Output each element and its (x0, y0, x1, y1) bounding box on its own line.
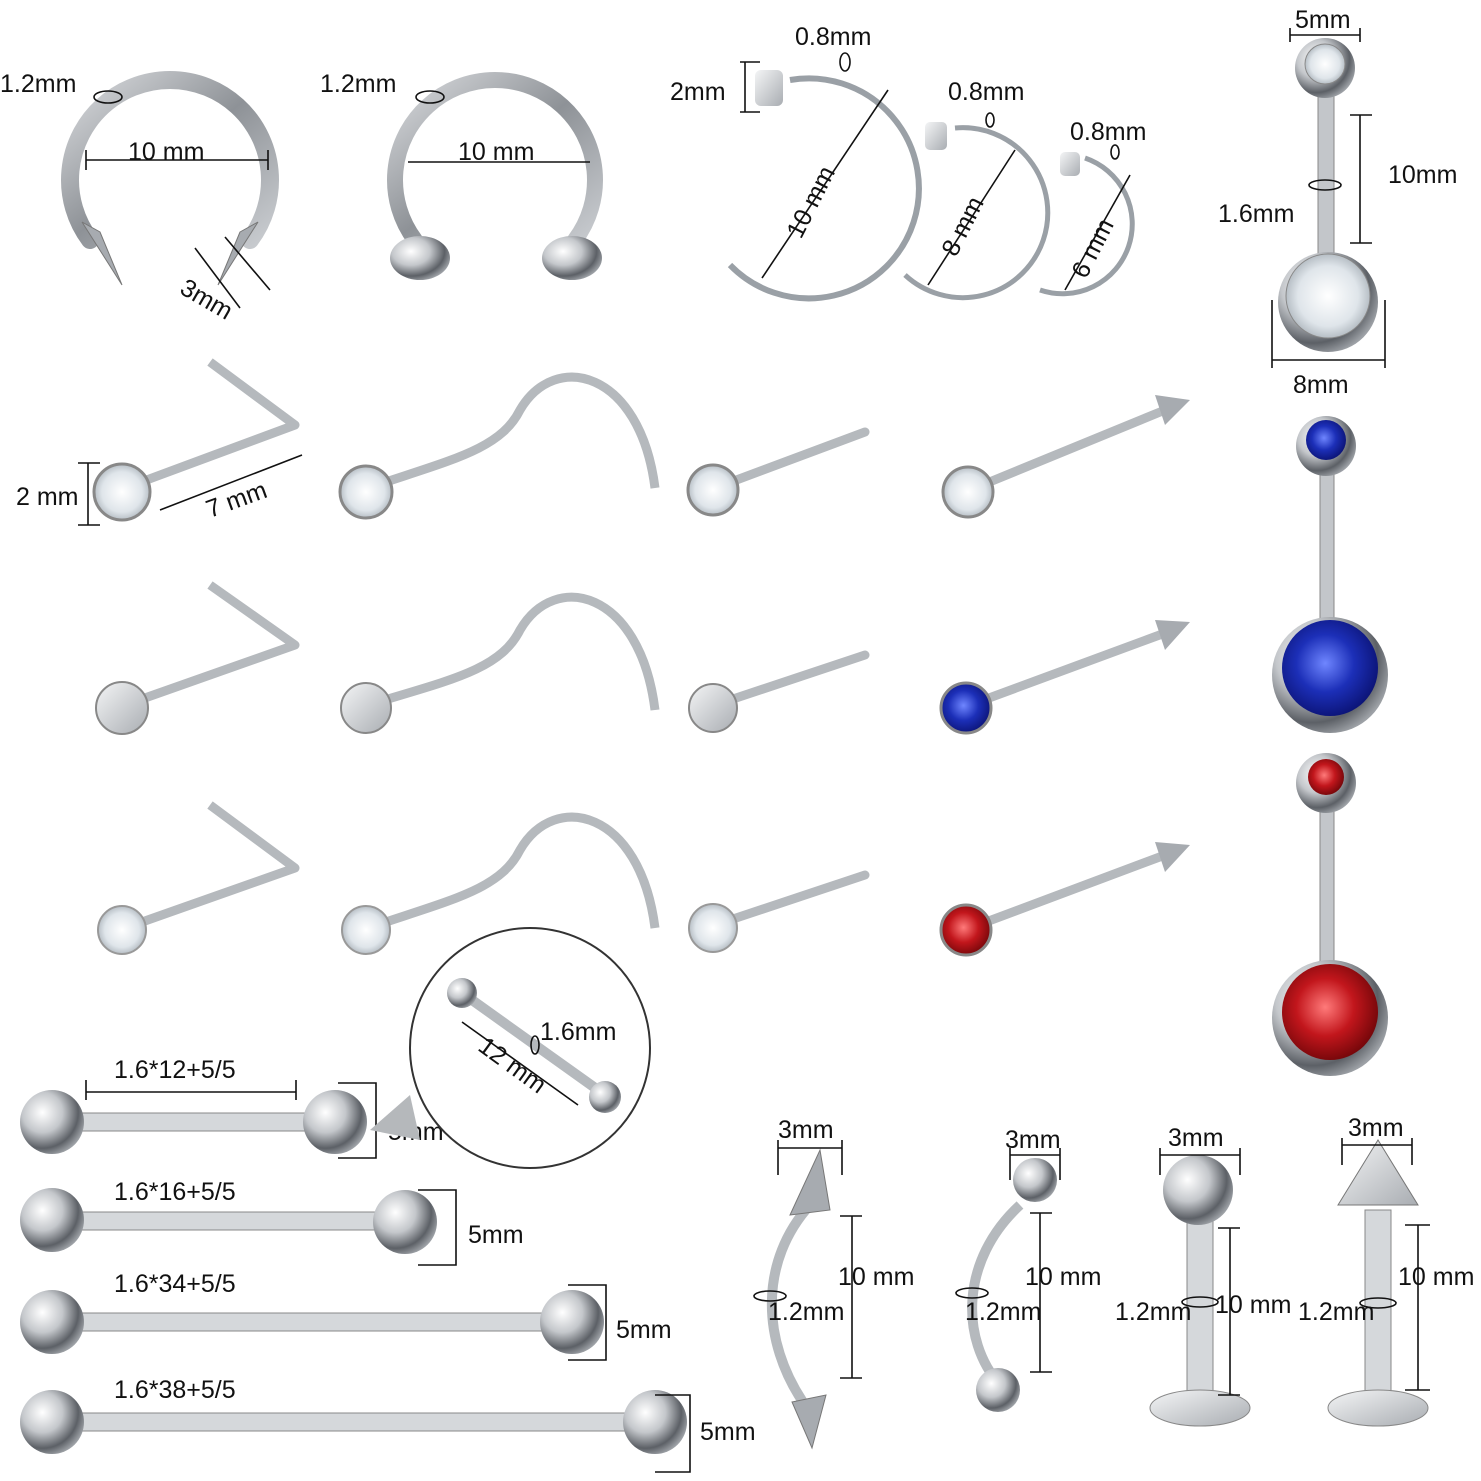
labret-ball-gauge-label: 1.2mm (1115, 1298, 1191, 1326)
curved-barbell-spike (753, 1140, 862, 1450)
barbell-16mm (20, 1188, 457, 1266)
stud-head-label: 2 mm (16, 483, 79, 511)
barbell-1-label: 1.6*12+5/5 (114, 1056, 236, 1084)
zoom-gauge-label: 1.6mm (540, 1018, 616, 1046)
barbell-12mm (20, 1080, 377, 1159)
ball-ring-gauge-label: 1.2mm (320, 70, 396, 98)
screw-stud-prong (341, 812, 660, 955)
hoop-10-gauge-label: 0.8mm (795, 23, 871, 51)
spike-ring-diameter-label: 10 mm (128, 138, 204, 166)
belly-length-label: 10mm (1388, 161, 1457, 189)
l-shape-stud-prong (97, 801, 300, 955)
l-shape-stud-clear (78, 358, 303, 526)
spike-horseshoe-ring (61, 71, 279, 309)
straight-stud-clear (686, 427, 870, 517)
labret-spike-length-label: 10 mm (1398, 1263, 1474, 1291)
l-shape-stud-flat (95, 581, 300, 735)
belly-top-ball-label: 5mm (1295, 6, 1351, 34)
curved-spike-top-label: 3mm (778, 1116, 834, 1144)
barbell-ball-4-label: 5mm (700, 1418, 756, 1446)
curved-spike-gauge-label: 1.2mm (768, 1298, 844, 1326)
belly-ring-clear (1271, 28, 1386, 368)
spike-stud-clear (941, 395, 1190, 519)
hoop-8-size-label: 8 mm (936, 192, 989, 260)
curved-ball-top-label: 3mm (1005, 1126, 1061, 1154)
curved-ball-gauge-label: 1.2mm (965, 1298, 1041, 1326)
stud-length-label: 7 mm (202, 476, 270, 524)
curved-ball-length-label: 10 mm (1025, 1263, 1101, 1291)
nose-hoop-8mm (903, 112, 1051, 301)
barbell-ball-2-label: 5mm (468, 1221, 524, 1249)
ball-ring-diameter-label: 10 mm (458, 138, 534, 166)
ball-horseshoe-ring (387, 72, 603, 280)
labret-ball-top-label: 3mm (1168, 1124, 1224, 1152)
hoop-head-label: 2mm (670, 78, 726, 106)
labret-spike-gauge-label: 1.2mm (1298, 1298, 1374, 1326)
labret-ball-length-label: 10 mm (1215, 1291, 1291, 1319)
curved-barbell-ball (955, 1148, 1061, 1412)
spike-stud-red (939, 842, 1190, 957)
screw-stud-flat (340, 592, 660, 734)
hoop-8-gauge-label: 0.8mm (948, 78, 1024, 106)
hoop-10-size-label: 10 mm (781, 162, 841, 243)
barbell-34mm (20, 1284, 607, 1361)
spike-ring-gauge-label: 1.2mm (0, 70, 76, 98)
labret-ball (1149, 1148, 1251, 1427)
straight-stud-flat (688, 650, 870, 733)
screw-stud-clear (338, 372, 660, 520)
hoop-6-gauge-label: 0.8mm (1070, 118, 1146, 146)
barbell-38mm (20, 1390, 691, 1473)
nose-hoop-6mm (1039, 144, 1135, 297)
nose-hoop-10mm (727, 52, 922, 302)
barbell-4-label: 1.6*38+5/5 (114, 1376, 236, 1404)
barbell-ball-3-label: 5mm (616, 1316, 672, 1344)
belly-ring-red (1272, 753, 1388, 1076)
barbell-2-label: 1.6*16+5/5 (114, 1178, 236, 1206)
belly-gauge-label: 1.6mm (1218, 200, 1294, 228)
belly-gem-label: 8mm (1293, 371, 1349, 399)
labret-spike (1327, 1138, 1430, 1427)
spike-ring-spike-label: 3mm (175, 273, 237, 325)
belly-ring-blue (1272, 416, 1388, 733)
labret-spike-top-label: 3mm (1348, 1114, 1404, 1142)
straight-stud-prong (688, 870, 870, 953)
zoom-callout (370, 927, 651, 1169)
spike-stud-blue (939, 620, 1190, 735)
barbell-3-label: 1.6*34+5/5 (114, 1270, 236, 1298)
curved-spike-length-label: 10 mm (838, 1263, 914, 1291)
